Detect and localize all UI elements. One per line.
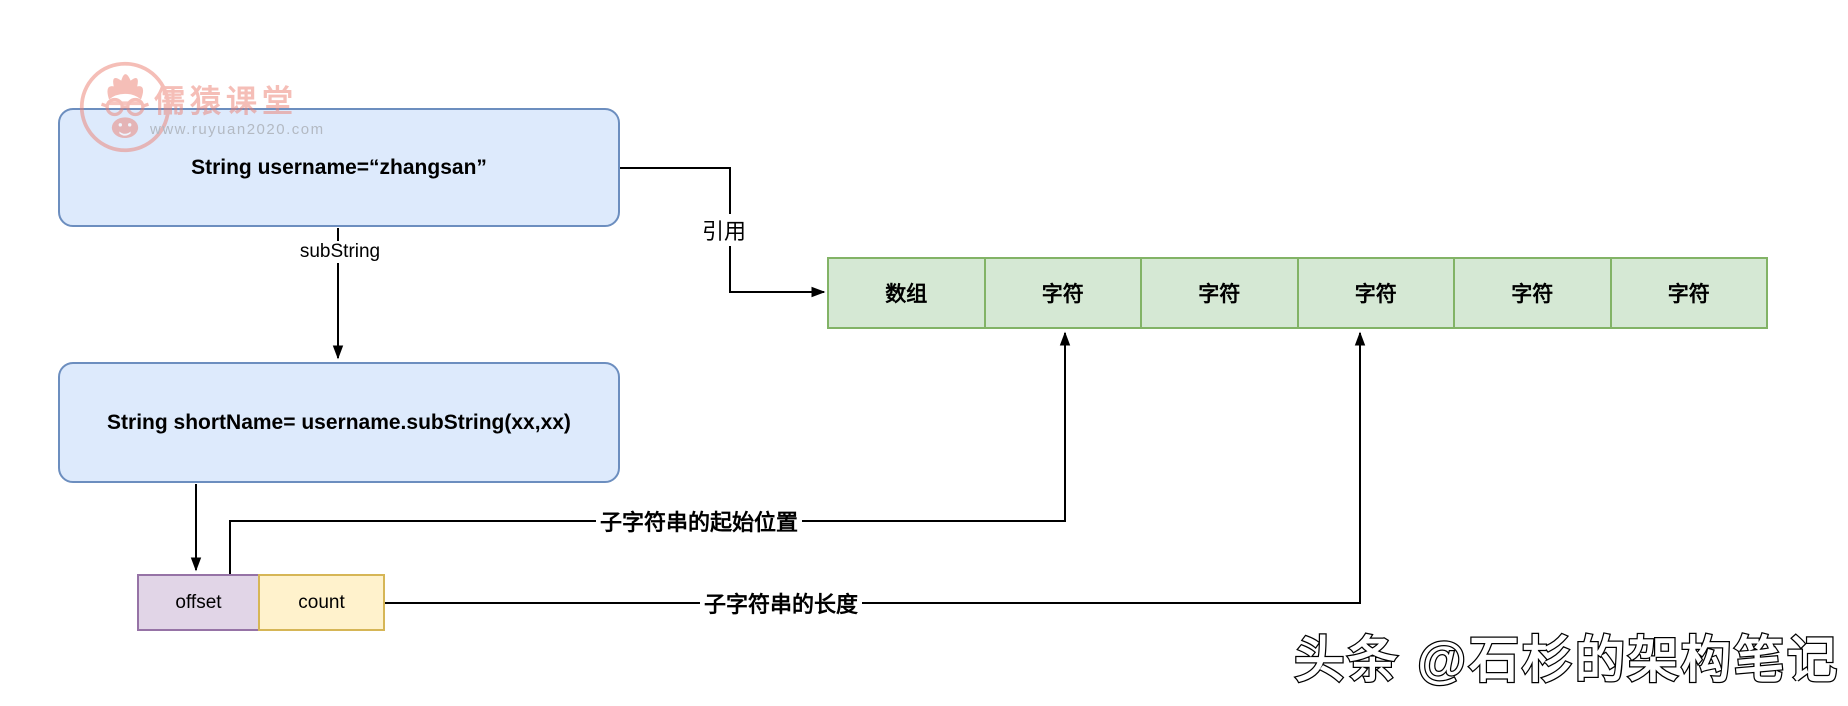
reference-edge-label: 引用 xyxy=(697,214,751,246)
ruyuan-watermark: 儒猿课堂 www.ruyuan2020.com xyxy=(78,58,358,158)
toutiao-watermark: 头条 @石杉的架构笔记 xyxy=(1293,631,1840,690)
array-cell-char: 字符 xyxy=(1296,257,1455,329)
array-cell-header: 数组 xyxy=(827,257,986,329)
count-field: count xyxy=(258,574,385,631)
array-cell-char: 字符 xyxy=(983,257,1142,329)
username-string-box: String username=“zhangsan” xyxy=(58,108,620,227)
start-position-edge-label: 子字符串的起始位置 xyxy=(595,505,803,537)
array-cell-char: 字符 xyxy=(1453,257,1612,329)
substring-edge-label: subString xyxy=(295,241,385,263)
array-cell-char: 字符 xyxy=(1609,257,1768,329)
ruyuan-logo-url: www.ruyuan2020.com xyxy=(150,121,325,138)
offset-field: offset xyxy=(137,574,260,631)
length-edge-label: 子字符串的长度 xyxy=(699,587,863,619)
char-array: 数组 字符 字符 字符 字符 字符 xyxy=(827,257,1768,329)
shortname-string-box: String shortName= username.subString(xx,… xyxy=(58,362,620,483)
ruyuan-logo-title: 儒猿课堂 xyxy=(154,84,298,119)
ruyuan-monkey-logo-icon xyxy=(79,61,171,153)
array-cell-char: 字符 xyxy=(1140,257,1299,329)
